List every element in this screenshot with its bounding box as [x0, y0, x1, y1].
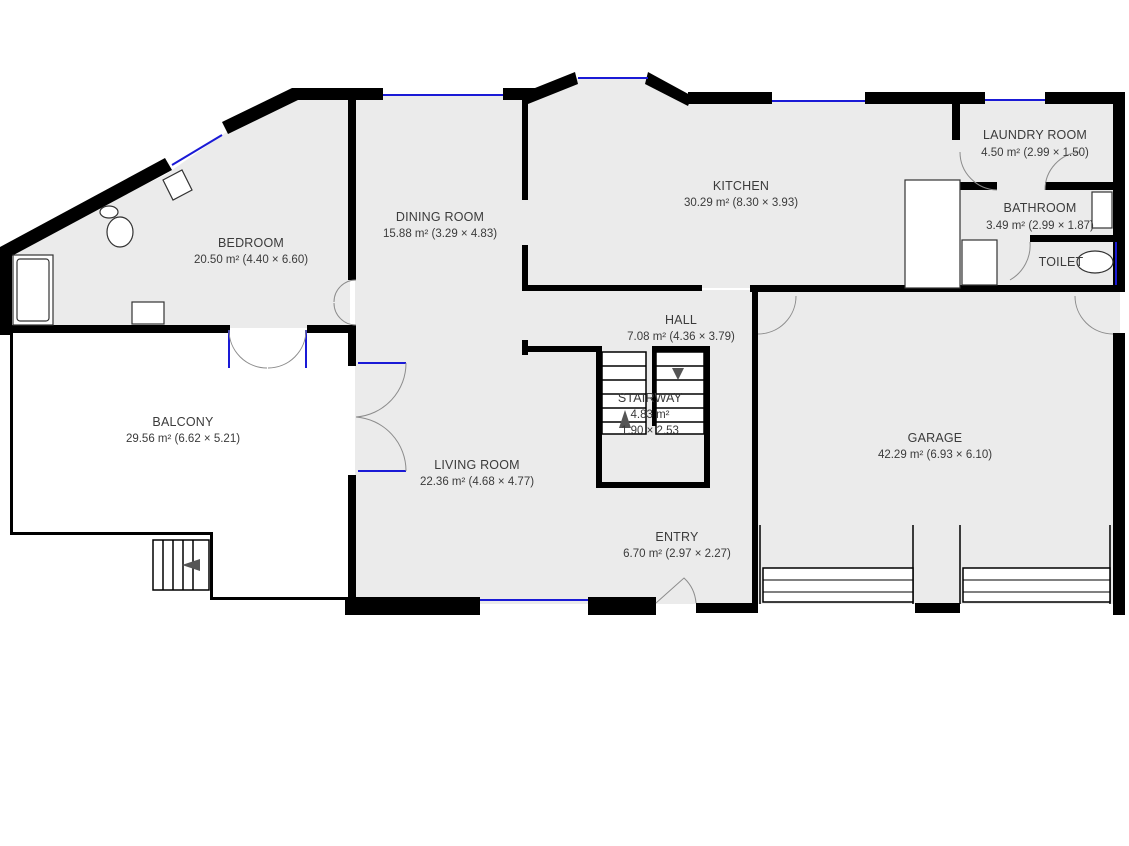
bedroom-floor	[8, 95, 350, 328]
dining-floor	[355, 95, 525, 290]
toilet-door-swing[interactable]	[1009, 241, 1031, 281]
toilet-label: TOILET	[1039, 255, 1084, 269]
stairway-dims: 1.90 × 2.53	[621, 425, 679, 437]
hall-area: 7.08 m² (4.36 × 3.79)	[627, 331, 735, 343]
kitchen-floor	[525, 78, 955, 288]
garage-door-swing[interactable]	[757, 295, 797, 335]
kitchen-area: 30.29 m² (8.30 × 3.93)	[684, 197, 798, 209]
kitchen-counter	[904, 179, 961, 289]
balcony-stair-arrow-icon	[182, 559, 200, 571]
entry-area: 6.70 m² (2.97 × 2.27)	[623, 548, 731, 560]
entry-label: ENTRY	[655, 530, 699, 544]
garage-doors	[759, 525, 1111, 604]
bedroom-window	[171, 134, 223, 166]
stair-up-arrow-icon	[619, 410, 631, 428]
garage-door-left	[762, 567, 914, 603]
bathroom-door-swing[interactable]	[959, 151, 998, 191]
toilet-room-toilet-icon	[1076, 250, 1114, 274]
garage-door-right	[962, 567, 1111, 603]
garage-label: GARAGE	[908, 431, 963, 445]
hall-label: HALL	[665, 313, 697, 327]
garage-side-door-swing[interactable]	[1074, 295, 1114, 335]
living-door-swing-bottom[interactable]	[355, 416, 407, 472]
bathroom-label: BATHROOM	[1004, 201, 1077, 215]
stairway-area: 4.83 m²	[631, 409, 670, 421]
dining-label: DINING ROOM	[396, 210, 484, 224]
living-door-swing-top[interactable]	[355, 362, 407, 418]
fixtures	[12, 169, 1114, 326]
bedroom-label: BEDROOM	[218, 236, 284, 250]
stairway-label: STAIRWAY	[618, 391, 683, 405]
doors[interactable]	[228, 151, 1114, 604]
kitchen-label: KITCHEN	[713, 179, 769, 193]
windows	[171, 77, 1117, 601]
bedroom-area: 20.50 m² (4.40 × 6.60)	[194, 254, 308, 266]
balcony-door-left-swing[interactable]	[228, 329, 268, 369]
room-labels: BEDROOM 20.50 m² (4.40 × 6.60) DINING RO…	[126, 128, 1094, 560]
living-area: 22.36 m² (4.68 × 4.77)	[420, 476, 534, 488]
bathroom-area: 3.49 m² (2.99 × 1.87)	[986, 220, 1094, 232]
sink-icon	[131, 301, 165, 325]
garage-floor	[755, 292, 1120, 604]
dining-area: 15.88 m² (3.29 × 4.83)	[383, 228, 497, 240]
kitchen-angled-wall	[525, 72, 578, 104]
laundry-door-swing[interactable]	[1044, 151, 1081, 191]
balcony-area: 29.56 m² (6.62 × 5.21)	[126, 433, 240, 445]
bedroom-diagonal-wall-2	[222, 88, 298, 134]
dining-door-swing[interactable]	[333, 279, 357, 303]
toilet-icon	[106, 216, 134, 248]
dining-door-swing-2[interactable]	[333, 302, 357, 326]
entry-door-swing[interactable]	[655, 577, 697, 604]
floor-areas	[8, 78, 1120, 604]
balcony-door-right-swing[interactable]	[267, 329, 307, 369]
stair-down-arrow-icon	[672, 368, 684, 380]
bedroom-diagonal-wall	[0, 158, 172, 258]
toilet-tank	[99, 205, 119, 219]
laundry-label: LAUNDRY ROOM	[983, 128, 1087, 142]
balcony-label: BALCONY	[152, 415, 214, 429]
garage-area: 42.29 m² (6.93 × 6.10)	[878, 449, 992, 461]
stairs	[152, 351, 705, 591]
balcony-stairs	[152, 539, 210, 591]
bathroom-sink-icon	[1091, 191, 1113, 229]
living-label: LIVING ROOM	[434, 458, 520, 472]
bathtub-inner	[16, 258, 50, 322]
washer-icon	[961, 239, 998, 286]
kitchen-angled-wall-2	[645, 72, 692, 106]
laundry-area: 4.50 m² (2.99 × 1.50)	[981, 147, 1089, 159]
bedroom-sink-icon	[162, 169, 193, 201]
